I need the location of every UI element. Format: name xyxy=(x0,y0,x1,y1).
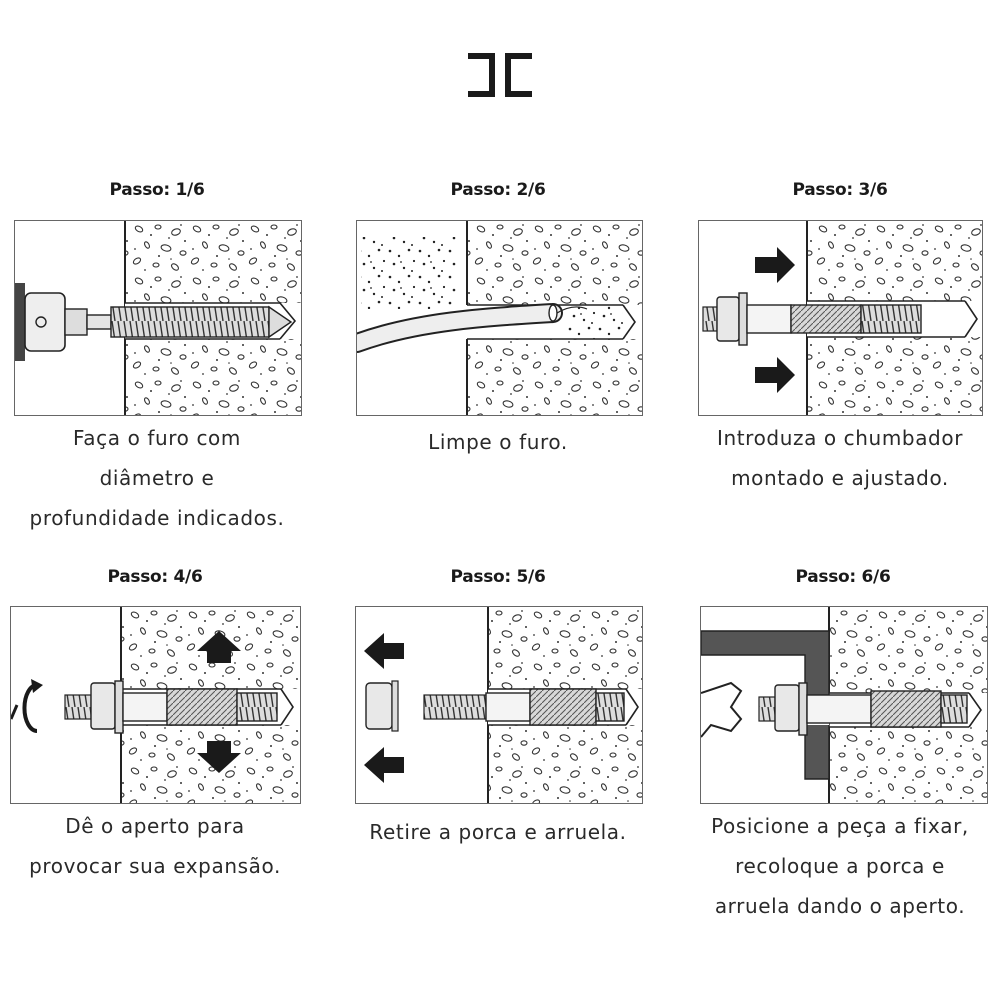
step-3-title: Passo: 3/6 xyxy=(792,180,888,200)
expand-arrow-up-icon xyxy=(197,631,241,663)
wrench-icon xyxy=(701,681,743,738)
push-arrow-top-icon xyxy=(755,247,795,283)
anchor-bolt-icon xyxy=(423,688,625,726)
jc-logo-icon xyxy=(468,53,532,97)
step-2-panel xyxy=(356,220,643,416)
step-2-caption: Limpe o furo. xyxy=(428,430,568,454)
step-6-title: Passo: 6/6 xyxy=(795,567,891,587)
anchor-bolt-icon xyxy=(64,680,278,734)
anchor-bolt-icon xyxy=(758,682,968,736)
anchor-bolt-icon xyxy=(702,292,922,346)
step-1-panel xyxy=(14,220,302,416)
push-arrow-bottom-icon xyxy=(755,357,795,393)
remove-arrow-bottom-icon xyxy=(364,747,404,783)
step-5-panel xyxy=(355,606,643,804)
air-hose-icon xyxy=(357,303,588,353)
step-1-caption: Faça o furo com diâmetro e profundidade … xyxy=(29,426,285,530)
drill-icon xyxy=(15,283,293,361)
step-6-caption: Posicione a peça a fixar, recoloque a po… xyxy=(711,814,969,918)
remove-arrow-top-icon xyxy=(364,633,404,669)
step-4-panel xyxy=(10,606,301,804)
step-5-caption: Retire a porca e arruela. xyxy=(369,820,627,844)
step-3-caption: Introduza o chumbador montado e ajustado… xyxy=(716,426,964,490)
step-3-panel xyxy=(698,220,983,416)
step-5-title: Passo: 5/6 xyxy=(450,567,546,587)
nut-washer-icon xyxy=(365,680,399,732)
step-6-panel xyxy=(700,606,988,804)
step-1-title: Passo: 1/6 xyxy=(109,180,205,200)
step-2-title: Passo: 2/6 xyxy=(450,180,546,200)
expand-arrow-down-icon xyxy=(197,741,241,773)
step-4-title: Passo: 4/6 xyxy=(107,567,203,587)
rotate-arrows-icon xyxy=(11,679,43,733)
step-4-caption: Dê o aperto para provocar sua expansão. xyxy=(29,814,281,878)
